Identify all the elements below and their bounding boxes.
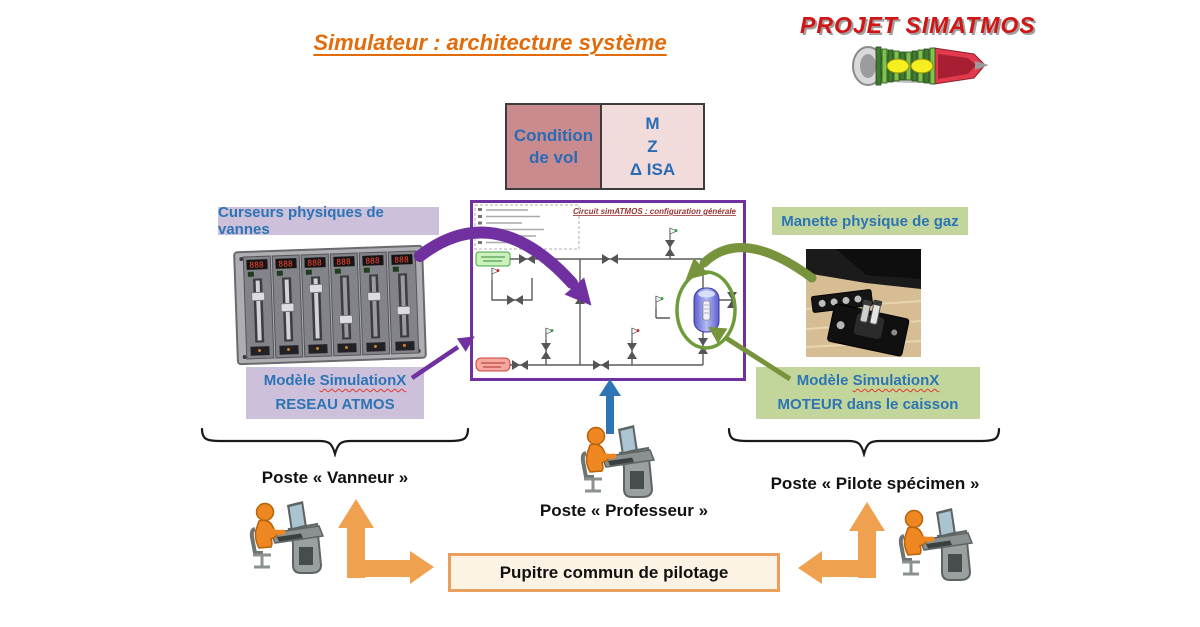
simulationx-word: SimulationX <box>319 372 407 389</box>
condition-value-delta-isa: Δ ISA <box>629 160 676 179</box>
condition-value-altitude: Z <box>647 137 658 156</box>
jet-engine-icon <box>851 46 988 86</box>
svg-text:888: 888 <box>394 255 409 265</box>
throttle-photo <box>806 249 921 357</box>
svg-text:888: 888 <box>249 260 264 270</box>
pupitre-box: Pupitre commun de pilotage <box>448 553 780 592</box>
flight-condition-values: M Z Δ ISA <box>602 105 703 188</box>
post-pilote-label: Poste « Pilote spécimen » <box>770 474 980 493</box>
model-reseau-box: Modèle SimulationX RESEAU ATMOS <box>246 367 424 419</box>
model-reseau-line2: RESEAU ATMOS <box>275 396 395 413</box>
person-clipart-vanneur <box>243 498 327 578</box>
model-moteur-line2: MOTEUR dans le caisson <box>777 396 959 413</box>
model-moteur-line1: Modèle SimulationX <box>796 372 940 389</box>
simulationx-word: SimulationX <box>852 372 940 389</box>
throttle-tag: Manette physique de gaz <box>772 207 968 235</box>
model-reseau-line1: Modèle SimulationX <box>263 372 407 389</box>
diagram-title: Circuit simATMOS : configuration général… <box>573 207 737 216</box>
brace-left <box>200 427 470 457</box>
flight-condition-table: Condition de vol M Z Δ ISA <box>505 103 705 190</box>
svg-text:888: 888 <box>336 257 351 267</box>
page-title: Simulateur : architecture système <box>313 30 667 55</box>
model-moteur-box: Modèle SimulationX MOTEUR dans le caisso… <box>756 367 980 419</box>
condition-value-mach: M <box>645 114 660 133</box>
project-logo-text: PROJET SIMATMOS <box>800 12 1036 38</box>
post-vanneur-label: Poste « Vanneur » <box>261 468 409 487</box>
svg-text:888: 888 <box>365 256 380 266</box>
person-clipart-professeur <box>574 423 658 501</box>
extraction-unit-box <box>475 357 511 372</box>
project-logo: PROJET SIMATMOS <box>800 12 1036 89</box>
circuit-diagram: Circuit simATMOS : configuration général… <box>470 200 746 381</box>
orange-elbow-arrow-right <box>798 502 885 584</box>
svg-text:888: 888 <box>307 258 322 268</box>
flight-condition-header: Condition de vol <box>507 105 602 188</box>
valve-sliders-tag: Curseurs physiques de vannes <box>218 204 439 238</box>
valve-sliders-photo: 888 888 <box>233 244 427 366</box>
person-clipart-pilote <box>892 505 976 585</box>
brace-right <box>727 427 1001 457</box>
orange-elbow-arrow-left <box>338 499 434 584</box>
supply-unit-box <box>475 251 511 267</box>
engine-tank <box>693 287 720 333</box>
svg-text:888: 888 <box>278 259 293 269</box>
post-professeur-label: Poste « Professeur » <box>539 501 709 520</box>
pupitre-label: Pupitre commun de pilotage <box>499 562 729 582</box>
